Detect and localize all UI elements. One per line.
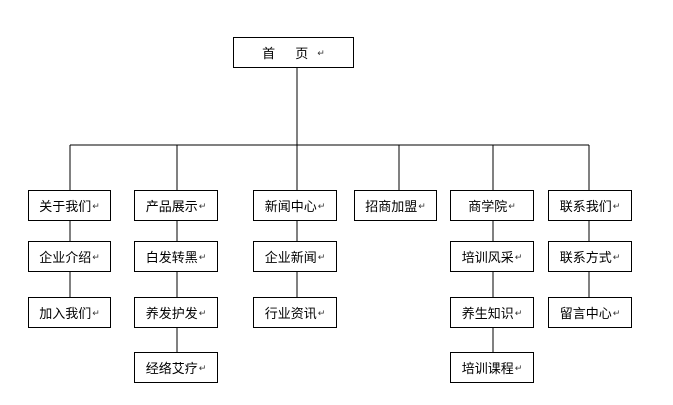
paragraph-mark-icon: ↵ bbox=[418, 201, 426, 212]
child-node: 培训课程↵ bbox=[450, 352, 534, 383]
node-label: 培训课程 bbox=[461, 362, 514, 377]
root-node: 首 页↵ bbox=[233, 37, 354, 68]
child-node: 白发转黑↵ bbox=[134, 241, 218, 272]
child-node: 留言中心↵ bbox=[548, 297, 632, 328]
category-node: 商学院↵ bbox=[450, 190, 534, 221]
paragraph-mark-icon: ↵ bbox=[317, 252, 326, 263]
node-label: 经络艾疗 bbox=[145, 362, 198, 377]
node-label: 养生知识 bbox=[461, 307, 514, 322]
node-label: 联系方式 bbox=[559, 251, 612, 266]
category-node: 关于我们↵ bbox=[28, 190, 111, 221]
paragraph-mark-icon: ↵ bbox=[198, 252, 207, 263]
paragraph-mark-icon: ↵ bbox=[514, 363, 523, 374]
paragraph-mark-icon: ↵ bbox=[514, 308, 523, 319]
child-node: 企业介绍↵ bbox=[28, 241, 111, 272]
node-label: 培训风采 bbox=[461, 251, 514, 266]
paragraph-mark-icon: ↵ bbox=[514, 252, 523, 263]
child-node: 加入我们↵ bbox=[28, 297, 111, 328]
paragraph-mark-icon: ↵ bbox=[198, 363, 207, 374]
node-label: 留言中心 bbox=[559, 307, 612, 322]
paragraph-mark-icon: ↵ bbox=[508, 201, 516, 212]
node-label: 招商加盟 bbox=[365, 200, 418, 215]
paragraph-mark-icon: ↵ bbox=[317, 201, 326, 212]
node-label: 新闻中心 bbox=[264, 200, 317, 215]
category-node: 联系我们↵ bbox=[548, 190, 632, 221]
node-label: 行业资讯 bbox=[264, 307, 317, 322]
child-node: 养生知识↵ bbox=[450, 297, 534, 328]
node-label: 首 页 bbox=[262, 47, 317, 62]
child-node: 养发护发↵ bbox=[134, 297, 218, 328]
node-label: 联系我们 bbox=[559, 200, 612, 215]
node-label: 加入我们 bbox=[39, 307, 92, 322]
paragraph-mark-icon: ↵ bbox=[612, 201, 621, 212]
category-node: 新闻中心↵ bbox=[253, 190, 337, 221]
paragraph-mark-icon: ↵ bbox=[317, 308, 326, 319]
child-node: 培训风采↵ bbox=[450, 241, 534, 272]
node-label: 产品展示 bbox=[145, 200, 198, 215]
paragraph-mark-icon: ↵ bbox=[612, 308, 621, 319]
paragraph-mark-icon: ↵ bbox=[317, 48, 325, 59]
paragraph-mark-icon: ↵ bbox=[92, 308, 100, 319]
category-node: 产品展示↵ bbox=[134, 190, 218, 221]
category-node: 招商加盟↵ bbox=[354, 190, 437, 221]
paragraph-mark-icon: ↵ bbox=[92, 201, 100, 212]
node-label: 企业新闻 bbox=[264, 251, 317, 266]
node-label: 企业介绍 bbox=[39, 251, 92, 266]
node-label: 关于我们 bbox=[39, 200, 92, 215]
node-label: 商学院 bbox=[468, 200, 508, 215]
node-label: 白发转黑 bbox=[145, 251, 198, 266]
paragraph-mark-icon: ↵ bbox=[198, 201, 207, 212]
child-node: 联系方式↵ bbox=[548, 241, 632, 272]
paragraph-mark-icon: ↵ bbox=[198, 308, 207, 319]
paragraph-mark-icon: ↵ bbox=[612, 252, 621, 263]
node-label: 养发护发 bbox=[145, 307, 198, 322]
child-node: 企业新闻↵ bbox=[253, 241, 337, 272]
child-node: 经络艾疗↵ bbox=[134, 352, 218, 383]
paragraph-mark-icon: ↵ bbox=[92, 252, 100, 263]
child-node: 行业资讯↵ bbox=[253, 297, 337, 328]
